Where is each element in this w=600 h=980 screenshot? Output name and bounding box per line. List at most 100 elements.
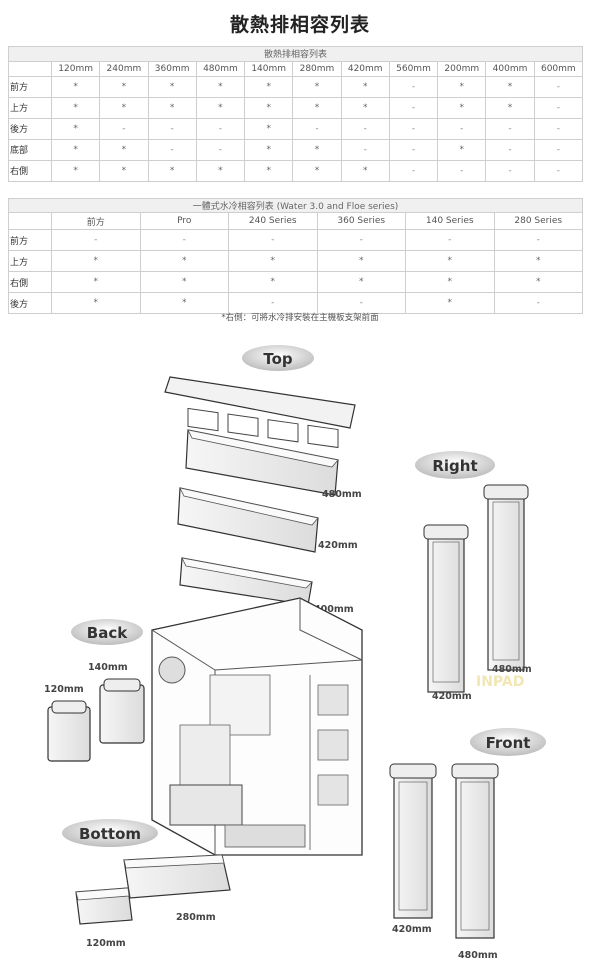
table-row: 前方*******-**- — [8, 75, 584, 98]
not-supported-mark: - — [388, 75, 439, 98]
top-radiator-480 — [185, 429, 339, 496]
compatible-mark: * — [139, 271, 229, 293]
not-supported-mark: - — [485, 117, 535, 140]
column-header: 480mm — [195, 60, 246, 77]
front-label: Front — [486, 734, 531, 752]
top-fan-bracket — [164, 376, 356, 449]
row-label: 右側 — [8, 159, 52, 183]
column-header: 280 Series — [493, 212, 583, 230]
compatible-mark: * — [99, 75, 149, 98]
compatible-mark: * — [485, 75, 535, 98]
footnote: *右側：可將水冷排安裝在主機板支架前面 — [221, 313, 379, 323]
compatible-mark: * — [244, 117, 294, 140]
column-header: 240mm — [99, 60, 149, 77]
not-supported-mark: - — [316, 229, 406, 251]
not-supported-mark: - — [405, 229, 495, 251]
header-corner — [8, 60, 52, 77]
compatible-mark: * — [228, 271, 318, 293]
page-title: 散熱排相容列表 — [229, 14, 370, 36]
aio-table-caption: 一體式水冷相容列表 (Water 3.0 and Floe series) — [8, 198, 583, 213]
back-radiator-120 — [47, 700, 91, 762]
column-header: 400mm — [485, 60, 535, 77]
compatible-mark: * — [340, 96, 390, 119]
row-label: 底部 — [8, 138, 52, 161]
compatible-mark: * — [405, 292, 495, 314]
not-supported-mark: - — [195, 117, 246, 140]
front-radiator-480 — [451, 763, 499, 939]
front-label-pill — [470, 728, 546, 756]
top-radiator-400 — [179, 557, 313, 606]
not-supported-mark: - — [485, 138, 535, 161]
column-header: 120mm — [50, 60, 101, 77]
not-supported-mark: - — [493, 292, 583, 314]
compatible-mark: * — [228, 250, 318, 272]
header-corner — [8, 212, 52, 230]
column-header: 360 Series — [316, 212, 406, 230]
bottom-section: Bottom 280mm 120mm — [62, 819, 231, 949]
back-140-label: 140mm — [88, 662, 128, 673]
not-supported-mark: - — [340, 138, 390, 161]
column-header: 140mm — [244, 60, 294, 77]
top-420-label: 420mm — [318, 540, 358, 551]
compatible-mark: * — [50, 96, 101, 119]
compatible-mark: * — [99, 138, 149, 161]
compatible-mark: * — [405, 271, 495, 293]
table-row: 右側*******---- — [8, 159, 584, 183]
watermark: INPAD — [476, 674, 524, 690]
not-supported-mark: - — [493, 229, 583, 251]
not-supported-mark: - — [485, 159, 535, 183]
not-supported-mark: - — [533, 75, 584, 98]
not-supported-mark: - — [340, 117, 390, 140]
back-label: Back — [87, 624, 128, 642]
row-label: 後方 — [8, 292, 52, 314]
pc-case — [151, 597, 363, 856]
compatible-mark: * — [51, 250, 141, 272]
compatible-mark: * — [292, 159, 342, 183]
right-420-label: 420mm — [432, 691, 472, 702]
bottom-280-label: 280mm — [176, 912, 216, 923]
top-radiator-420 — [177, 487, 319, 553]
compatible-mark: * — [244, 75, 294, 98]
column-header: 360mm — [147, 60, 197, 77]
column-header: 240 Series — [228, 212, 318, 230]
row-label: 上方 — [8, 250, 52, 272]
compatible-mark: * — [493, 250, 583, 272]
not-supported-mark: - — [51, 229, 141, 251]
top-400-label: 400mm — [314, 604, 354, 615]
not-supported-mark: - — [292, 117, 342, 140]
not-supported-mark: - — [533, 96, 584, 119]
back-label-pill — [71, 619, 143, 645]
column-header: 200mm — [437, 60, 487, 77]
table-row: 後方**--*- — [8, 292, 583, 314]
compatible-mark: * — [50, 75, 101, 98]
compatible-mark: * — [437, 75, 487, 98]
front-480-label: 480mm — [458, 950, 498, 961]
bottom-label: Bottom — [79, 825, 141, 843]
not-supported-mark: - — [228, 292, 318, 314]
not-supported-mark: - — [533, 117, 584, 140]
bottom-radiator-120 — [75, 887, 133, 925]
compatible-mark: * — [50, 159, 101, 183]
back-section: Back 140mm 120mm — [44, 619, 145, 762]
compatible-mark: * — [195, 96, 246, 119]
compatible-mark: * — [139, 292, 229, 314]
column-header: Pro — [139, 212, 229, 230]
not-supported-mark: - — [388, 159, 439, 183]
row-label: 後方 — [8, 117, 52, 140]
right-label: Right — [432, 457, 477, 475]
compatible-mark: * — [292, 75, 342, 98]
compatible-mark: * — [244, 138, 294, 161]
compatible-mark: * — [405, 250, 495, 272]
compatible-mark: * — [485, 96, 535, 119]
bottom-120-label: 120mm — [86, 938, 126, 949]
compatible-mark: * — [50, 138, 101, 161]
not-supported-mark: - — [99, 117, 149, 140]
exploded-case-diagram: Top 480mm — [0, 330, 600, 980]
top-label: Top — [263, 350, 293, 368]
compatible-mark: * — [437, 138, 487, 161]
column-header: 前方 — [51, 212, 141, 230]
front-420-label: 420mm — [392, 924, 432, 935]
back-120-label: 120mm — [44, 684, 84, 695]
compatible-mark: * — [51, 271, 141, 293]
